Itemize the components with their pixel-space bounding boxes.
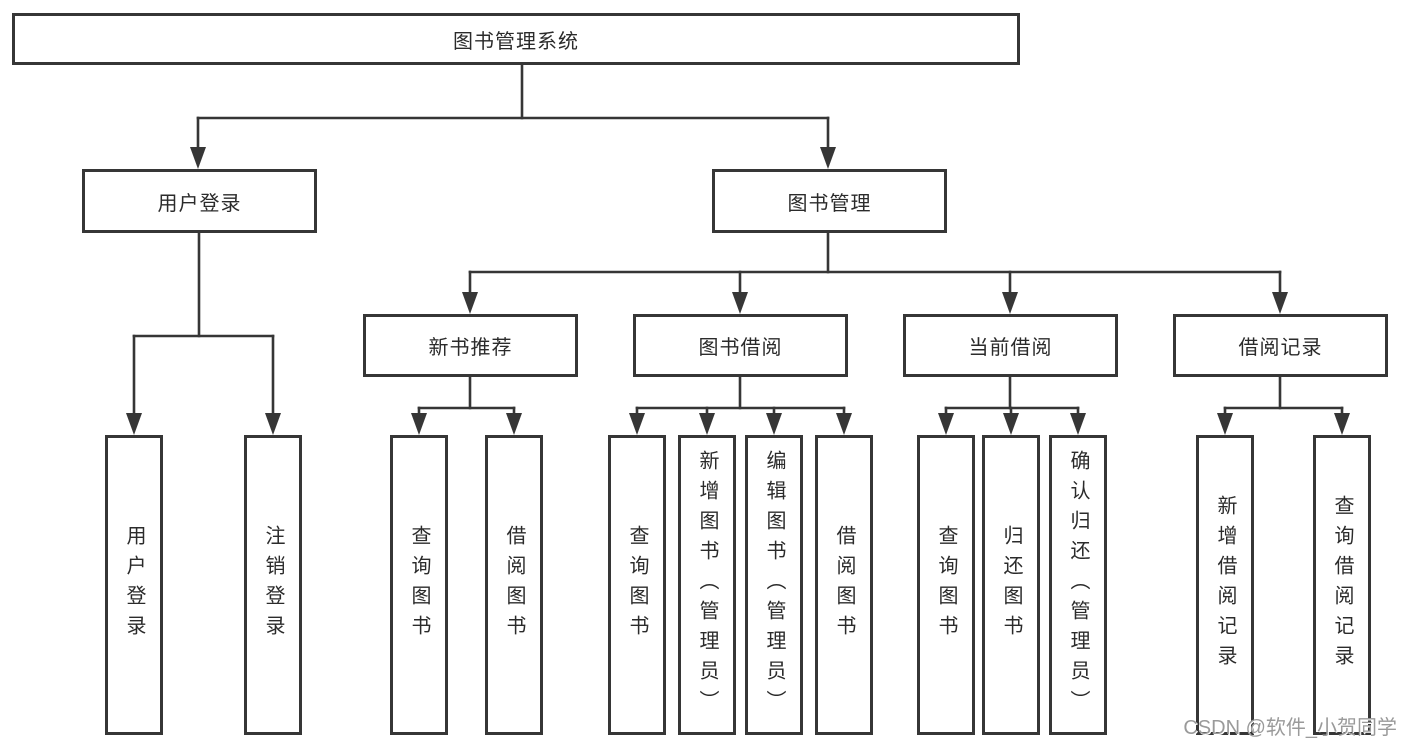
- node-leaf-edit-book-admin-label: 编辑图书（管理员）: [763, 450, 785, 720]
- node-leaf-query-borrow-record: 查询借阅记录: [1313, 435, 1371, 735]
- node-leaf-query-book-borrow: 查询图书: [608, 435, 666, 735]
- node-leaf-borrow-book-recommend-label: 借阅图书: [503, 525, 525, 645]
- node-user-login-label: 用户登录: [157, 192, 242, 215]
- node-leaf-query-book-recommend: 查询图书: [390, 435, 448, 735]
- node-current-borrow-label: 当前借阅: [968, 337, 1053, 359]
- node-leaf-add-book-admin: 新增图书（管理员）: [678, 435, 736, 735]
- node-leaf-confirm-return-admin: 确认归还（管理员）: [1049, 435, 1107, 735]
- node-system-label: 图书管理系统: [453, 30, 579, 53]
- node-new-book-recommend-label: 新书推荐: [428, 337, 513, 359]
- node-borrow-records-label: 借阅记录: [1238, 337, 1323, 359]
- node-leaf-logout: 注销登录: [244, 435, 302, 735]
- watermark: CSDN @软件_小贺同学: [1183, 717, 1397, 739]
- node-book-borrow: 图书借阅: [633, 314, 848, 377]
- node-borrow-records: 借阅记录: [1173, 314, 1388, 377]
- node-leaf-return-book-label: 归还图书: [1000, 525, 1022, 645]
- node-system: 图书管理系统: [12, 13, 1020, 65]
- node-leaf-borrow-book-borrow-label: 借阅图书: [833, 525, 855, 645]
- node-leaf-confirm-return-admin-label: 确认归还（管理员）: [1067, 450, 1089, 720]
- node-leaf-add-book-admin-label: 新增图书（管理员）: [696, 450, 718, 720]
- node-book-borrow-label: 图书借阅: [698, 337, 783, 359]
- node-current-borrow: 当前借阅: [903, 314, 1118, 377]
- node-leaf-borrow-book-recommend: 借阅图书: [485, 435, 543, 735]
- node-leaf-logout-label: 注销登录: [262, 525, 284, 645]
- node-leaf-query-book-current: 查询图书: [917, 435, 975, 735]
- node-leaf-add-borrow-record: 新增借阅记录: [1196, 435, 1254, 735]
- node-book-management: 图书管理: [712, 169, 947, 233]
- node-leaf-add-borrow-record-label: 新增借阅记录: [1214, 495, 1236, 675]
- node-user-login: 用户登录: [82, 169, 317, 233]
- node-leaf-query-book-current-label: 查询图书: [935, 525, 957, 645]
- node-leaf-borrow-book-borrow: 借阅图书: [815, 435, 873, 735]
- node-leaf-user-login: 用户登录: [105, 435, 163, 735]
- node-leaf-query-borrow-record-label: 查询借阅记录: [1331, 495, 1353, 675]
- node-leaf-query-book-recommend-label: 查询图书: [408, 525, 430, 645]
- node-leaf-user-login-label: 用户登录: [123, 525, 145, 645]
- node-leaf-query-book-borrow-label: 查询图书: [626, 525, 648, 645]
- node-book-management-label: 图书管理: [787, 192, 872, 215]
- node-leaf-edit-book-admin: 编辑图书（管理员）: [745, 435, 803, 735]
- node-new-book-recommend: 新书推荐: [363, 314, 578, 377]
- node-leaf-return-book: 归还图书: [982, 435, 1040, 735]
